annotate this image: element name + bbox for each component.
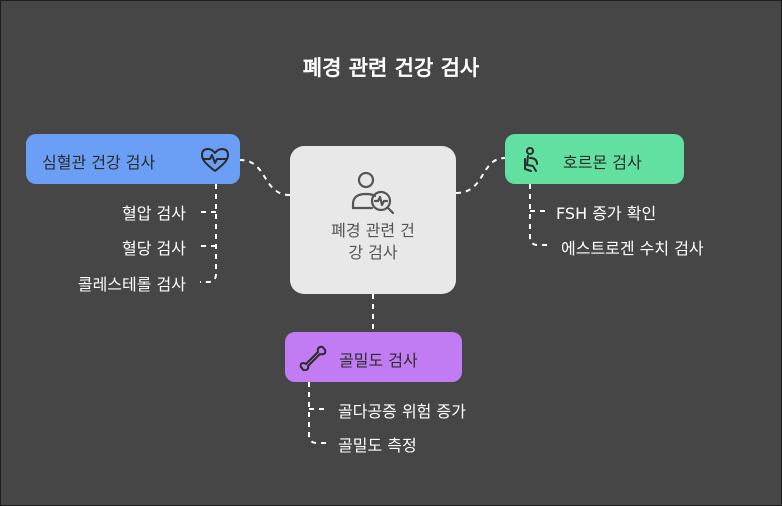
leaf-hormone-2: 에스트로겐 수치 검사	[561, 239, 704, 258]
leaf-bone-1: 골다공증 위험 증가	[338, 402, 466, 421]
connector-center-cardio	[239, 159, 291, 196]
node-bone[interactable]: 골밀도 검사	[285, 332, 462, 382]
leaf-bone-2: 골밀도 측정	[338, 436, 417, 455]
connector-center-hormone	[455, 157, 506, 194]
node-hormone[interactable]: 호르몬 검사	[505, 134, 684, 184]
center-label-line1: 폐경 관련 건	[331, 221, 415, 240]
bone-icon	[299, 345, 327, 371]
leaf-cardio-1: 혈압 검사	[122, 204, 186, 223]
leaf-hormone-1: FSH 증가 확인	[556, 204, 657, 223]
pregnant-person-icon	[524, 147, 538, 172]
node-hormone-label: 호르몬 검사	[563, 153, 642, 172]
leaf-cardio-3: 콜레스테롤 검사	[77, 275, 186, 294]
connector-cardio-trunk	[200, 184, 217, 283]
heart-pulse-icon	[201, 148, 229, 172]
center-node[interactable]: 폐경 관련 건 강 검사	[290, 146, 456, 294]
node-cardio-label: 심혈관 건강 검사	[42, 153, 156, 172]
diagram-title: 폐경 관련 건강 검사	[302, 56, 480, 80]
center-label-line2: 강 검사	[348, 243, 398, 262]
node-bone-label: 골밀도 검사	[339, 351, 418, 370]
person-search-icon	[351, 171, 395, 215]
node-cardio[interactable]: 심혈관 건강 검사	[26, 134, 240, 184]
connector-bone-trunk	[308, 382, 326, 444]
leaf-cardio-2: 혈당 검사	[122, 239, 186, 258]
connector-hormone-trunk	[529, 184, 548, 246]
